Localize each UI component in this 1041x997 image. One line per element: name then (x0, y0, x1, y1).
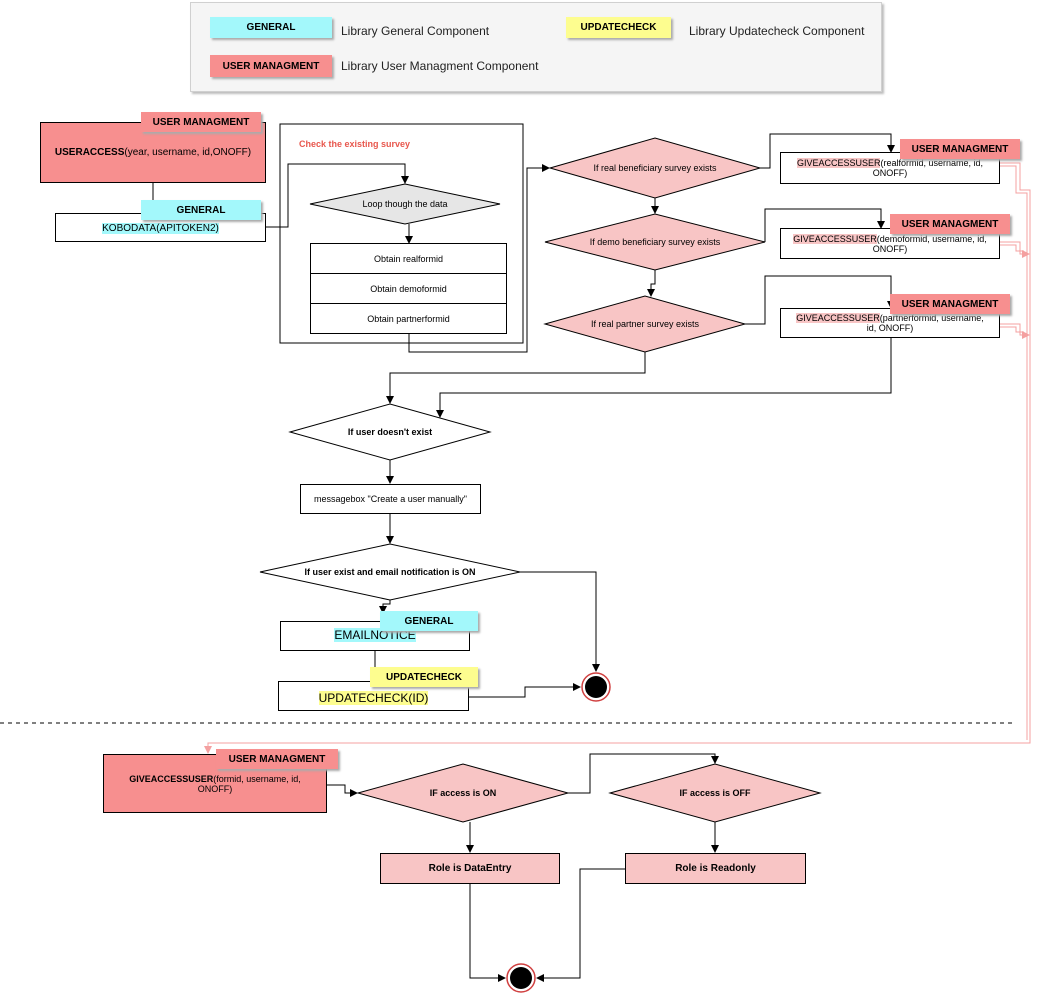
role-readonly-box: Role is Readonly (625, 853, 806, 884)
edge-email-emailnotice (379, 600, 391, 614)
label-real-beneficiary: If real beneficiary survey exists (593, 163, 717, 173)
give-access-demo-name: GIVEACCESSUSER (793, 233, 877, 244)
decision-access-off (608, 763, 822, 823)
edge-dataentry-end (469, 884, 506, 982)
edge-kobodata-loop (266, 163, 409, 228)
legend-general-text: Library General Component (341, 24, 490, 38)
edge-partner-give (745, 275, 895, 325)
give-access-demo-args-a: (demoformid, username, id, (876, 233, 987, 244)
edge-accesson-accessoff (568, 753, 719, 794)
edge-updatecheck-end (469, 683, 581, 698)
row-demoformid: Obtain demoformid (310, 273, 507, 304)
give-access-main-args-b: ONOFF) (197, 783, 233, 794)
legend-general-tag: GENERAL (210, 17, 332, 38)
ref-edge-give-3 (1000, 323, 1030, 339)
legend-updatecheck-text: Library Updatecheck Component (689, 24, 865, 38)
legend-updatecheck-tag: UPDATECHECK (566, 17, 671, 38)
messagebox-box: messagebox "Create a user manually" (300, 484, 481, 514)
useraccess-tag: USER MANAGMENT (141, 112, 261, 132)
loop-decision (309, 183, 501, 225)
updatecheck-tag: UPDATECHECK (370, 667, 478, 687)
emailnotice-tag: GENERAL (380, 611, 478, 631)
useraccess-args: (year, username, id,ONOFF) (124, 147, 252, 158)
useraccess-name: USERACCESS (54, 147, 125, 158)
edge-email-end (520, 571, 600, 672)
edge-demo-give (764, 208, 885, 242)
legend-user-text: Library User Managment Component (341, 59, 539, 73)
edge-survey-real (408, 164, 550, 353)
give-access-partner-name: GIVEACCESSUSER (796, 313, 880, 323)
give-access-real-args-b: ONOFF) (872, 168, 908, 178)
give-access-partner-args-b: id, ONOFF) (866, 323, 914, 333)
updatecheck-call: UPDATECHECK(ID) (318, 691, 429, 705)
give-access-real-tag: USER MANAGMENT (900, 139, 1020, 159)
ref-edge-give-3b (1000, 326, 1024, 333)
edge-give-accesson (327, 784, 358, 797)
give-access-main-tag: USER MANAGMENT (216, 749, 338, 769)
give-access-real-box: GIVEACCESSUSER(realformid, username, id,… (780, 152, 1000, 184)
give-access-demo-tag: USER MANAGMENT (890, 214, 1010, 234)
kobodata-tag: GENERAL (141, 200, 261, 220)
ref-edge-give-1 (204, 162, 1031, 754)
role-dataentry-box: Role is DataEntry (380, 853, 560, 884)
give-access-main-args-a: (formid, username, id, (213, 773, 301, 784)
label-access-off: IF access is OFF (679, 788, 751, 798)
row-realformid: Obtain realformid (310, 243, 507, 274)
give-access-partner-args-a: (partnerformid, username, (879, 313, 984, 323)
edge-demo-partner (647, 270, 656, 297)
emailnotice-call: EMAILNOTICE (334, 628, 416, 642)
give-access-real-name: GIVEACCESSUSER (796, 158, 881, 168)
legend-user-tag: USER MANAGMENT (210, 55, 332, 77)
loop-label: Loop though the data (362, 199, 448, 209)
ref-edge-give-2b (1000, 244, 1024, 252)
label-user-not-exist: If user doesn't exist (347, 427, 433, 437)
edge-give-usercheck (436, 338, 892, 418)
label-real-partner: If real partner survey exists (590, 319, 700, 329)
end-node-top-core (585, 676, 607, 698)
survey-title: Check the existing survey (299, 139, 411, 149)
row-partnerformid: Obtain partnerformid (310, 303, 507, 334)
give-access-real-args-a: (realformid, username, id, (880, 158, 984, 168)
decision-user-not-exist (288, 403, 492, 461)
label-user-email: If user exist and email notification is … (304, 567, 476, 577)
edge-partner-usercheck (386, 352, 646, 404)
kobodata-call: KOBODATA(APITOKEN2) (102, 223, 219, 234)
give-access-partner-tag: USER MANAGMENT (890, 294, 1010, 314)
give-access-demo-args-b: ONOFF) (872, 243, 908, 254)
end-node-bottom-core (510, 967, 532, 989)
label-access-on: IF access is ON (429, 788, 497, 798)
edge-readonly-end (536, 868, 625, 982)
give-access-main-name: GIVEACCESSUSER (129, 773, 214, 784)
edge-real-give (760, 133, 895, 169)
ref-edge-give-1b (1000, 165, 1028, 740)
ref-edge-give-2 (1000, 241, 1030, 258)
label-demo-beneficiary: If demo beneficiary survey exists (589, 237, 721, 247)
